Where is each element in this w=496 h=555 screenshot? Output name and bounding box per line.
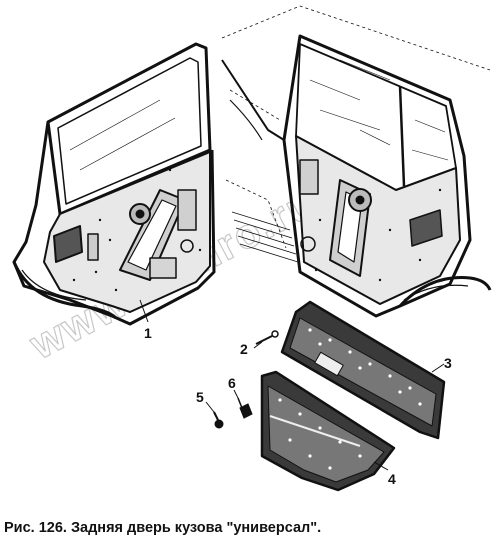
callout-5: 5	[196, 389, 204, 405]
door-assembly-diagram: www.sinhro.ru	[12, 5, 492, 492]
assembled-door	[12, 42, 216, 326]
leader-lines	[139, 299, 445, 471]
callout-2: 2	[240, 341, 248, 357]
clip-part	[237, 397, 253, 419]
upper-trim-panel	[280, 300, 446, 440]
callout-4: 4	[388, 471, 396, 487]
callout-3: 3	[444, 355, 452, 371]
body-opening	[221, 5, 492, 318]
pin-part	[255, 330, 279, 345]
lower-trim-panel	[260, 370, 396, 492]
figure-caption: Рис. 126. Задняя дверь кузова "универсал…	[4, 520, 322, 536]
callout-1: 1	[144, 325, 152, 341]
screw-part	[213, 411, 224, 429]
callout-6: 6	[228, 375, 236, 391]
